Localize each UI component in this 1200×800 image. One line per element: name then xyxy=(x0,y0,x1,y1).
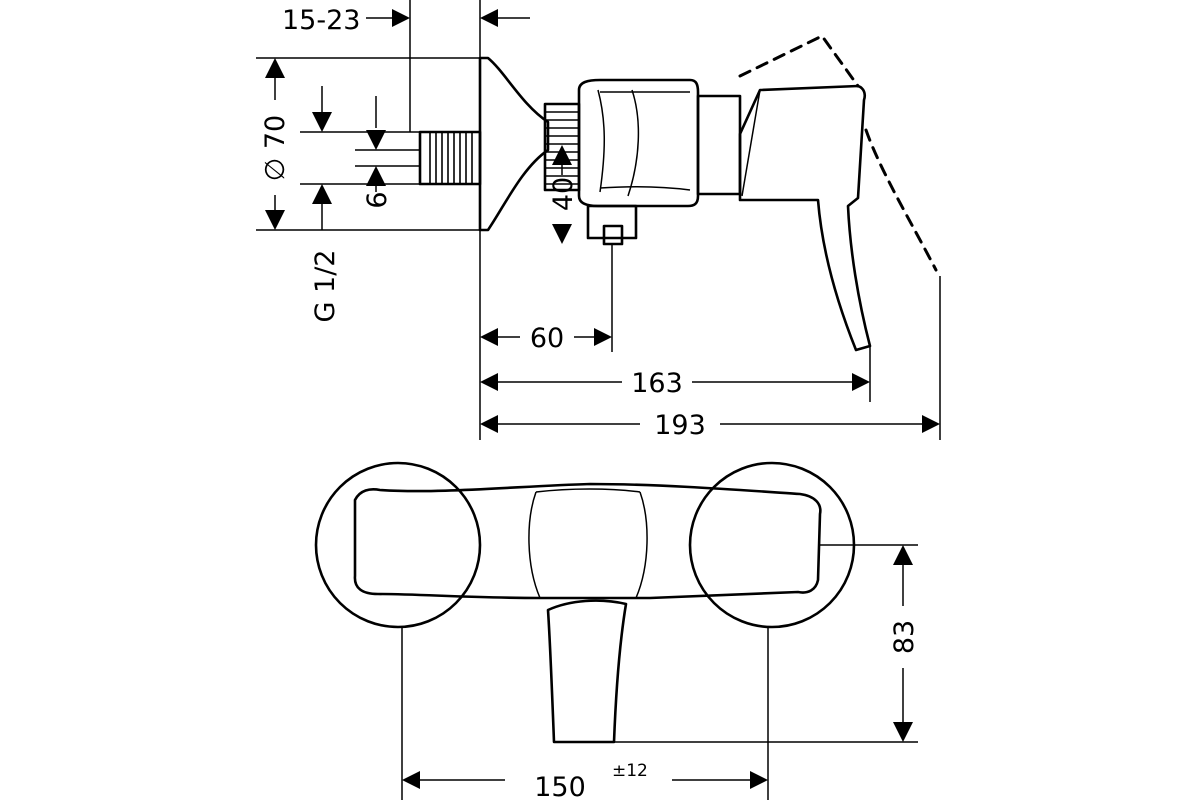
dim-thread-offset: 6 xyxy=(362,191,393,208)
lever-alt-position xyxy=(738,34,860,88)
lever-handle xyxy=(738,84,872,352)
dim-front-height: 83 xyxy=(889,620,920,654)
lever-alt-tail xyxy=(864,128,938,272)
dim-center-distance: 150 xyxy=(534,772,586,800)
left-rosette xyxy=(314,461,482,629)
lever-front xyxy=(546,599,628,744)
body-highlight-bottom xyxy=(599,185,691,191)
dim-outlet-height: 40 xyxy=(548,177,579,211)
threaded-inlet xyxy=(418,130,482,186)
body-highlight-curve xyxy=(627,89,640,197)
dim-center-tolerance: ±12 xyxy=(612,761,648,781)
front-view xyxy=(314,461,856,744)
lever-collar xyxy=(696,94,742,196)
dim-outlet-distance: 60 xyxy=(530,323,564,354)
front-dimensions: 83 150 ±12 xyxy=(401,544,920,800)
outlet-spout xyxy=(602,224,624,246)
body-front-center-left xyxy=(528,491,541,599)
body-front-center-top xyxy=(535,488,641,493)
inlet-thread-lines xyxy=(429,133,473,183)
body-front xyxy=(353,482,822,600)
wall-flange xyxy=(478,56,550,232)
side-view xyxy=(418,34,938,352)
dim-inlet-depth: 15-23 xyxy=(282,5,360,36)
dim-thread-size: G 1/2 xyxy=(310,250,341,323)
lever-highlight xyxy=(741,89,761,197)
dim-overall-depth: 193 xyxy=(654,410,706,441)
nut-knurl-lines xyxy=(545,111,579,185)
body-highlight-left xyxy=(597,89,606,193)
dim-lever-reach: 163 xyxy=(631,368,683,399)
dim-flange-diameter: ∅ 70 xyxy=(260,115,291,181)
body-front-center-right xyxy=(635,491,648,599)
outlet-nut xyxy=(586,204,638,240)
side-dimensions: 15-23 ∅ 70 G 1/2 6 40 60 xyxy=(256,0,941,441)
